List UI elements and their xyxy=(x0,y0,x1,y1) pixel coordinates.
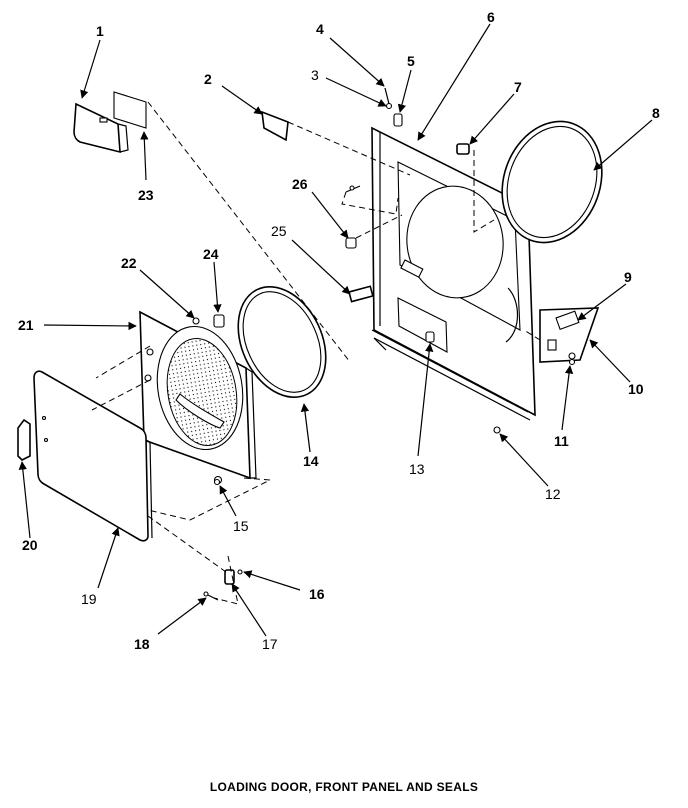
part-17-catch xyxy=(224,569,235,585)
callout-17: 17 xyxy=(262,636,278,652)
outer-door-panel xyxy=(17,370,153,542)
callout-labels: 1 2 3 4 5 6 7 8 9 10 11 12 13 14 15 16 1… xyxy=(18,9,660,652)
callout-20: 20 xyxy=(22,537,38,553)
part-15-screw xyxy=(213,478,221,486)
callout-3: 3 xyxy=(311,67,319,83)
part-26-fastener xyxy=(345,185,361,249)
front-panel xyxy=(371,126,536,421)
callout-6: 6 xyxy=(487,9,495,25)
part-16-screw xyxy=(237,569,243,575)
callout-26: 26 xyxy=(292,176,308,192)
part-24-clip xyxy=(213,314,225,328)
callout-25: 25 xyxy=(271,223,287,239)
callout-22: 22 xyxy=(121,255,137,271)
part-11-screw xyxy=(568,358,576,366)
alignment-lines xyxy=(91,101,541,605)
callout-1: 1 xyxy=(96,23,104,39)
part-5-clip xyxy=(393,113,403,127)
part-2-bracket xyxy=(261,110,289,142)
callout-21: 21 xyxy=(18,317,34,333)
callout-11: 11 xyxy=(554,433,569,449)
callout-13: 13 xyxy=(409,461,425,477)
callout-4: 4 xyxy=(316,21,324,37)
callout-2: 2 xyxy=(204,71,212,87)
callout-7: 7 xyxy=(514,79,522,95)
callout-16: 16 xyxy=(309,586,325,602)
diagram-caption: LOADING DOOR, FRONT PANEL AND SEALS xyxy=(209,780,479,794)
callout-8: 8 xyxy=(652,105,660,121)
loading-door-frame xyxy=(139,310,257,485)
part-13-plate xyxy=(425,331,435,343)
callout-5: 5 xyxy=(407,53,415,69)
leader-lines xyxy=(18,23,653,637)
callout-24: 24 xyxy=(203,246,219,262)
callout-19: 19 xyxy=(81,591,97,607)
part-1-box xyxy=(73,102,129,154)
callout-14: 14 xyxy=(303,453,319,469)
part-25-switch xyxy=(348,285,374,303)
part-12-screw xyxy=(493,426,501,434)
callout-23: 23 xyxy=(138,187,154,203)
part-7-latch xyxy=(456,143,470,155)
callout-12: 12 xyxy=(545,486,561,502)
callout-15: 15 xyxy=(233,518,249,534)
hinge-bracket xyxy=(539,307,600,363)
door-gasket-14 xyxy=(237,285,327,399)
part-22-screw xyxy=(192,317,200,325)
callout-10: 10 xyxy=(628,381,644,397)
part-23-plate xyxy=(113,91,147,129)
door-seal-ring-8 xyxy=(501,120,603,244)
callout-9: 9 xyxy=(624,269,632,285)
callout-18: 18 xyxy=(134,636,150,652)
